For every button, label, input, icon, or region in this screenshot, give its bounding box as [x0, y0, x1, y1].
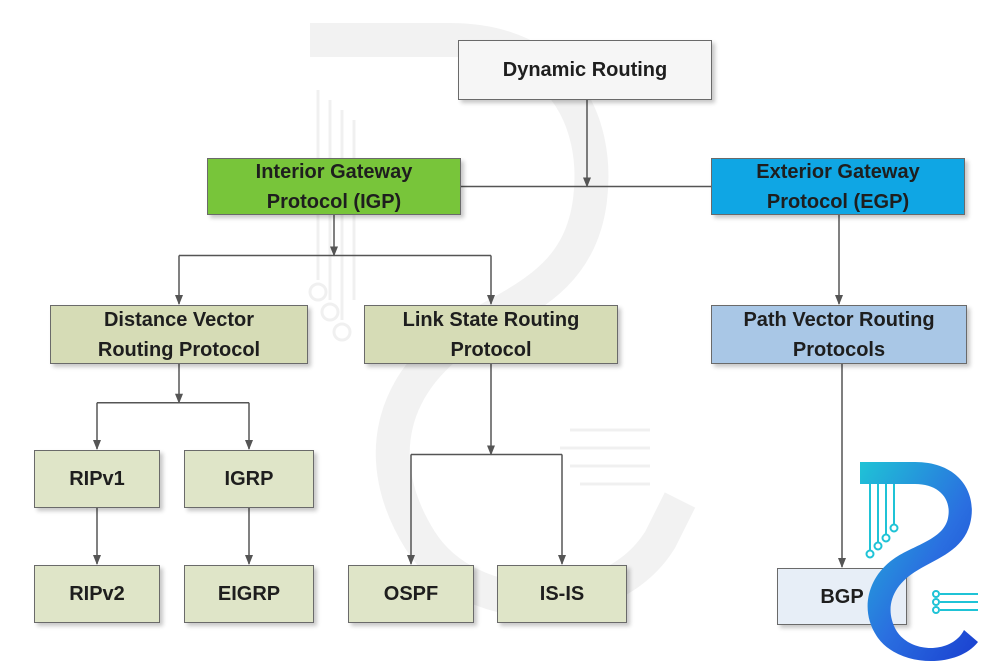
isis-label: IS-IS [539, 583, 585, 605]
bgp-label: BGP [820, 585, 864, 608]
ospf-node: OSPF [348, 565, 474, 623]
path-vector-node: Path Vector Routing Protocols [711, 305, 967, 364]
connector-lines [93, 100, 846, 568]
ripv2-node: RIPv2 [34, 565, 160, 623]
path-vector-label: Path Vector Routing Protocols [743, 308, 935, 361]
distance-vector-label: Distance Vector Routing Protocol [97, 308, 261, 361]
dynamic-routing-node: Dynamic Routing [458, 40, 712, 100]
egp-node: Exterior Gateway Protocol (EGP) [711, 158, 965, 215]
igrp-node: IGRP [184, 450, 314, 508]
ripv1-label: RIPv1 [69, 468, 125, 490]
egp-label: Exterior Gateway Protocol (EGP) [756, 160, 920, 213]
igp-label: Interior Gateway Protocol (IGP) [255, 160, 413, 213]
logo-icon [860, 462, 978, 662]
link-state-label: Link State Routing Protocol [402, 308, 580, 361]
isis-node: IS-IS [497, 565, 627, 623]
eigrp-node: EIGRP [184, 565, 314, 623]
distance-vector-node: Distance Vector Routing Protocol [50, 305, 308, 364]
eigrp-label: EIGRP [217, 583, 281, 605]
link-state-node: Link State Routing Protocol [364, 305, 618, 364]
igrp-label: IGRP [224, 468, 274, 490]
ospf-label: OSPF [383, 583, 439, 605]
igp-node: Interior Gateway Protocol (IGP) [207, 158, 461, 215]
ripv2-label: RIPv2 [69, 583, 125, 605]
ripv1-node: RIPv1 [34, 450, 160, 508]
dynamic-routing-label: Dynamic Routing [502, 59, 668, 81]
